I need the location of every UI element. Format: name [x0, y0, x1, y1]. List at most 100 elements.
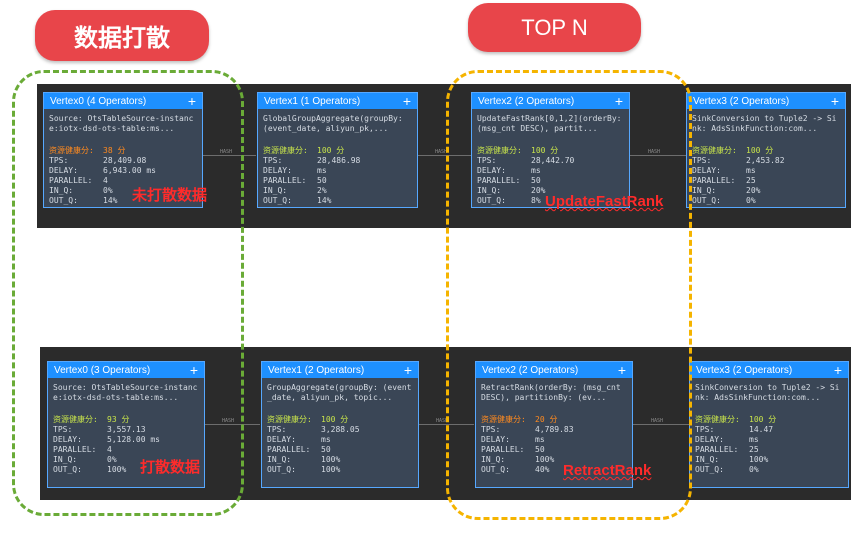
metric-value-in_q: 0%	[103, 186, 113, 195]
vertex-header[interactable]: Vertex2 (2 Operators) +	[476, 362, 632, 378]
annotation-unshuffled: 未打散数据	[132, 187, 208, 204]
metric-label: TPS:	[477, 156, 497, 165]
vertex-metrics: 资源健康分:100 分 TPS:2,453.82 DELAY:ms PARALL…	[687, 140, 845, 206]
metric-label: IN_Q:	[49, 186, 74, 195]
metric-value-health: 100 分	[746, 146, 774, 155]
vertex-title: Vertex2 (2 Operators)	[478, 95, 575, 107]
vertex-header[interactable]: Vertex2 (2 Operators) +	[472, 93, 629, 109]
metric-value-delay: 6,943.00 ms	[103, 166, 156, 175]
edge-line	[418, 155, 471, 156]
edge-label: HASH	[222, 418, 235, 424]
metric-value-out_q: 14%	[103, 196, 118, 205]
metric-label: IN_Q:	[695, 455, 720, 464]
metric-value-parallel: 4	[103, 176, 108, 185]
vertex-header[interactable]: Vertex3 (2 Operators) +	[690, 362, 848, 378]
metric-value-delay: 5,128.00 ms	[107, 435, 160, 444]
vertex-metrics: 资源健康分:100 分 TPS:28,442.70 DELAY:ms PARAL…	[472, 140, 629, 206]
metric-value-tps: 28,486.98	[317, 156, 361, 165]
callout-top-n: TOP N	[468, 3, 641, 52]
topn-highlight-box	[446, 70, 692, 520]
metric-value-in_q: 100%	[749, 455, 769, 464]
metric-label: DELAY:	[695, 435, 724, 444]
vertex-header[interactable]: Vertex0 (3 Operators) +	[48, 362, 204, 378]
metric-label: TPS:	[481, 425, 501, 434]
metric-value-health: 100 分	[321, 415, 349, 424]
expand-plus-icon[interactable]: +	[187, 93, 196, 109]
edge-line	[203, 155, 256, 156]
vertex-card-bottom_row-2[interactable]: Vertex2 (2 Operators) + RetractRank(orde…	[475, 361, 633, 488]
vertex-card-top_row-2[interactable]: Vertex2 (2 Operators) + UpdateFastRank[0…	[471, 92, 630, 208]
metric-value-tps: 4,789.83	[535, 425, 574, 434]
vertex-header[interactable]: Vertex0 (4 Operators) +	[44, 93, 202, 109]
expand-plus-icon[interactable]: +	[617, 362, 626, 378]
vertex-source: Source: OtsTableSource-instanc e:iotx-ds…	[49, 114, 194, 133]
edge-label: HASH	[648, 149, 661, 155]
metric-label: 资源健康分:	[695, 415, 740, 424]
vertex-card-bottom_row-0[interactable]: Vertex0 (3 Operators) + Source: OtsTable…	[47, 361, 205, 488]
vertex-card-bottom_row-1[interactable]: Vertex1 (2 Operators) + GroupAggregate(g…	[261, 361, 419, 488]
metric-value-in_q: 100%	[321, 455, 341, 464]
metric-value-out_q: 0%	[746, 196, 756, 205]
metric-label: TPS:	[267, 425, 287, 434]
metric-label: PARALLEL:	[695, 445, 739, 454]
vertex-source: Source: OtsTableSource-instanc e:iotx-ds…	[53, 383, 198, 402]
metric-label: DELAY:	[263, 166, 292, 175]
vertex-metrics: 资源健康分:100 分 TPS:14.47 DELAY:ms PARALLEL:…	[690, 409, 848, 475]
vertex-card-top_row-0[interactable]: Vertex0 (4 Operators) + Source: OtsTable…	[43, 92, 203, 208]
metric-label: OUT_Q:	[692, 196, 721, 205]
vertex-title: Vertex3 (2 Operators)	[696, 364, 793, 376]
vertex-source: GlobalGroupAggregate(groupBy: (event_dat…	[263, 114, 403, 133]
metric-label: PARALLEL:	[692, 176, 736, 185]
metric-label: TPS:	[53, 425, 73, 434]
expand-plus-icon[interactable]: +	[403, 362, 412, 378]
annotation-retractrank: RetractRank	[563, 462, 652, 479]
edge-line	[633, 424, 689, 425]
callout-data-shuffle: 数据打散	[35, 10, 209, 61]
expand-plus-icon[interactable]: +	[830, 93, 839, 109]
metric-label: DELAY:	[267, 435, 296, 444]
metric-value-parallel: 50	[531, 176, 541, 185]
vertex-card-bottom_row-3[interactable]: Vertex3 (2 Operators) + SinkConversion t…	[689, 361, 849, 488]
metric-value-parallel: 25	[746, 176, 756, 185]
vertex-card-top_row-1[interactable]: Vertex1 (1 Operators) + GlobalGroupAggre…	[257, 92, 418, 208]
vertex-card-top_row-3[interactable]: Vertex3 (2 Operators) + SinkConversion t…	[686, 92, 846, 208]
metric-label: OUT_Q:	[267, 465, 296, 474]
metric-value-parallel: 50	[321, 445, 331, 454]
metric-value-tps: 14.47	[749, 425, 774, 434]
metric-value-delay: ms	[317, 166, 327, 175]
metric-value-parallel: 50	[535, 445, 545, 454]
metric-label: TPS:	[695, 425, 715, 434]
metric-value-delay: ms	[321, 435, 331, 444]
metric-label: 资源健康分:	[481, 415, 526, 424]
metric-value-tps: 28,442.70	[531, 156, 575, 165]
metric-label: IN_Q:	[692, 186, 717, 195]
metric-label: OUT_Q:	[263, 196, 292, 205]
metric-value-health: 100 分	[749, 415, 777, 424]
metric-value-in_q: 0%	[107, 455, 117, 464]
expand-plus-icon[interactable]: +	[189, 362, 198, 378]
metric-value-delay: ms	[746, 166, 756, 175]
metric-label: PARALLEL:	[49, 176, 93, 185]
metric-label: DELAY:	[481, 435, 510, 444]
vertex-header[interactable]: Vertex1 (2 Operators) +	[262, 362, 418, 378]
metric-label: 资源健康分:	[263, 146, 308, 155]
metric-value-health: 20 分	[535, 415, 558, 424]
vertex-metrics: 资源健康分:100 分 TPS:3,288.05 DELAY:ms PARALL…	[262, 409, 418, 475]
vertex-header[interactable]: Vertex3 (2 Operators) +	[687, 93, 845, 109]
metric-label: TPS:	[49, 156, 69, 165]
expand-plus-icon[interactable]: +	[833, 362, 842, 378]
vertex-header[interactable]: Vertex1 (1 Operators) +	[258, 93, 417, 109]
metric-value-in_q: 100%	[535, 455, 555, 464]
metric-label: 资源健康分:	[267, 415, 312, 424]
expand-plus-icon[interactable]: +	[402, 93, 411, 109]
metric-value-tps: 3,288.05	[321, 425, 360, 434]
edge-line	[630, 155, 686, 156]
metric-label: OUT_Q:	[695, 465, 724, 474]
metric-label: PARALLEL:	[477, 176, 521, 185]
edge-label: HASH	[220, 149, 233, 155]
expand-plus-icon[interactable]: +	[614, 93, 623, 109]
metric-value-in_q: 20%	[531, 186, 546, 195]
vertex-metrics: 资源健康分:38 分 TPS:28,409.08 DELAY:6,943.00 …	[44, 140, 202, 206]
vertex-metrics: 资源健康分:93 分 TPS:3,557.13 DELAY:5,128.00 m…	[48, 409, 204, 475]
metric-value-out_q: 0%	[749, 465, 759, 474]
